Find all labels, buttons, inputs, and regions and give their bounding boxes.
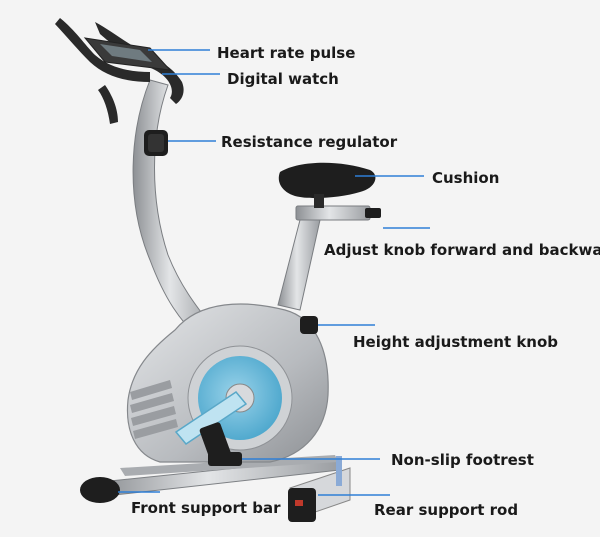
height-adjustment-knob: [300, 316, 318, 334]
leader-lines: [118, 49, 430, 496]
digital-watch: [83, 37, 172, 71]
label-height-adjustment-knob: Height adjustment knob: [353, 333, 559, 351]
seat-post: [277, 219, 321, 311]
label-non-slip-footrest: Non-slip footrest: [391, 451, 534, 469]
label-heart-rate-pulse: Heart rate pulse: [217, 44, 356, 62]
rear-support-rod: [288, 467, 351, 522]
label-digital-watch: Digital watch: [227, 70, 339, 88]
brand-badge: [336, 456, 342, 486]
label-rear-support-rod: Rear support rod: [374, 501, 519, 519]
resistance-regulator: [144, 130, 168, 156]
label-cushion: Cushion: [432, 169, 500, 187]
label-adjust-knob: Adjust knob forward and backward: [324, 241, 600, 259]
crank-arm: [174, 391, 248, 445]
seat-slider: [295, 205, 381, 221]
label-front-support-bar: Front support bar: [131, 499, 281, 517]
handlebar-stem: [132, 79, 216, 341]
cushion: [278, 162, 376, 208]
handlebars: [55, 18, 184, 124]
side-vents: [130, 380, 178, 439]
non-slip-footrest: [208, 452, 242, 466]
label-resistance-regulator: Resistance regulator: [221, 133, 398, 151]
